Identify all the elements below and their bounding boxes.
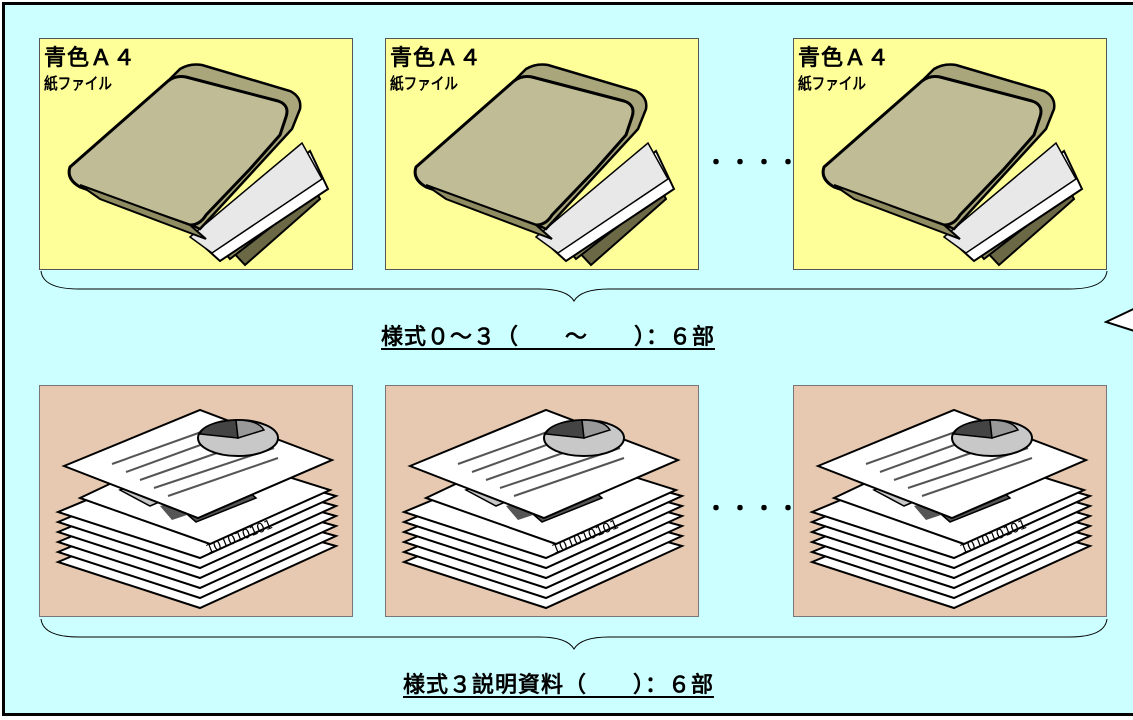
document-row-caption: 様式３説明資料（ ）：６部 xyxy=(403,673,715,698)
document-card-2 xyxy=(385,385,699,617)
document-card-1 xyxy=(39,385,353,617)
file-label-line1: 青色Ａ４ xyxy=(390,46,483,71)
callout-bubble-pointer xyxy=(1104,308,1133,332)
document-row-brace xyxy=(40,618,1108,650)
file-label-line1: 青色Ａ４ xyxy=(44,46,137,71)
document-stack-icon xyxy=(57,409,337,609)
file-row-caption: 様式０～３（ ～ ）：６部 xyxy=(381,325,716,350)
document-stack-icon xyxy=(811,409,1091,609)
file-label-line2: 紙ファイル xyxy=(798,74,867,93)
file-label-line1: 青色Ａ４ xyxy=(798,46,891,71)
file-row-brace xyxy=(40,270,1108,302)
file-label-line2: 紙ファイル xyxy=(44,74,113,93)
file-card-1: 青色Ａ４ 紙ファイル xyxy=(39,38,353,270)
document-stack-icon xyxy=(403,409,683,609)
file-label-line2: 紙ファイル xyxy=(390,74,459,93)
file-card-3: 青色Ａ４ 紙ファイル xyxy=(793,38,1107,270)
file-card-2: 青色Ａ４ 紙ファイル xyxy=(385,38,699,270)
document-card-3 xyxy=(793,385,1107,617)
